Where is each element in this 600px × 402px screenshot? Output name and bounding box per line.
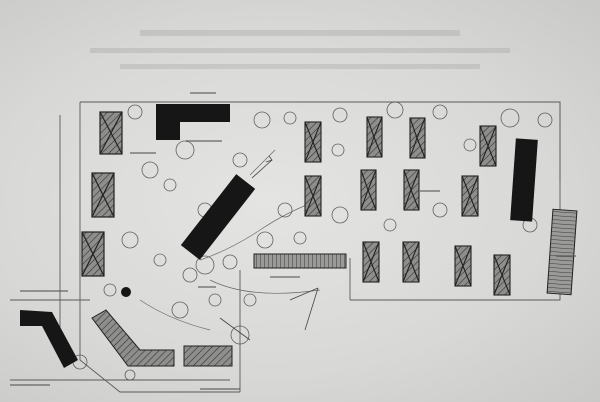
cabin-roof xyxy=(304,175,322,217)
cabins-left-column xyxy=(81,111,123,277)
cabin-roof xyxy=(91,172,115,218)
pathways xyxy=(139,149,321,331)
cabins-top-row xyxy=(304,116,497,167)
hatched-buildings xyxy=(91,208,578,367)
building-bottom-small xyxy=(183,345,233,367)
cabin-roof xyxy=(362,241,380,283)
cabins-bottom-row xyxy=(362,241,511,296)
building-top-l-shape xyxy=(156,104,230,140)
cabin-roof xyxy=(99,111,123,155)
cabin-roof xyxy=(493,254,511,296)
background-text-smudge xyxy=(90,30,510,69)
illegible-labels xyxy=(10,92,576,390)
building-bottom-angled xyxy=(91,309,175,367)
cabin-roof xyxy=(366,116,383,158)
cabin-roof xyxy=(402,241,420,283)
cabin-roof xyxy=(81,231,105,277)
cabin-roof xyxy=(403,169,420,211)
cabins-middle-row xyxy=(304,169,479,217)
cabin-roof xyxy=(409,117,426,159)
building-right-tall xyxy=(510,138,538,222)
cabin-roof xyxy=(454,245,472,287)
cabin-roof xyxy=(461,175,479,217)
building-long-horizontal xyxy=(253,253,347,269)
building-diagonal xyxy=(180,174,256,260)
site-boundary xyxy=(10,101,561,393)
building-bottom-left xyxy=(20,310,78,368)
fine-lines xyxy=(219,155,319,341)
main-buildings xyxy=(20,104,538,368)
cabin-roof xyxy=(479,125,497,167)
building-long-vertical-right xyxy=(546,208,578,296)
cabin-roof xyxy=(304,121,322,163)
cabin-roof xyxy=(360,169,377,211)
marker-dot xyxy=(121,287,131,297)
